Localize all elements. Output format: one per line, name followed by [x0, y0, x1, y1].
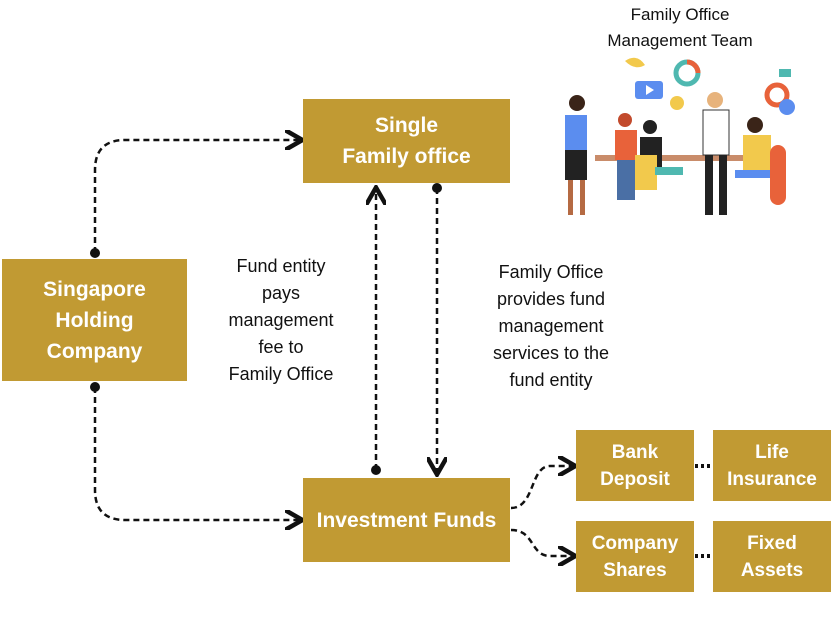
- label-line: Family Office: [498, 262, 604, 282]
- team-title: Family Office Management Team: [560, 2, 800, 54]
- label-line: Family Office: [228, 364, 334, 384]
- box-text: Investment Funds: [316, 508, 497, 532]
- box-text: Insurance: [727, 468, 817, 490]
- box-text: Life: [755, 441, 789, 463]
- arrow-to-bank: [510, 466, 573, 510]
- label-line: provides fund: [496, 289, 606, 309]
- box-text: Bank: [611, 441, 659, 463]
- connector-dot: [371, 465, 381, 475]
- label-line: fee to: [258, 337, 304, 357]
- connector-dot: [90, 248, 100, 258]
- arrow-holding-to-sfo: [93, 140, 300, 253]
- box-text: Single: [374, 114, 438, 137]
- team-title-line: Family Office: [630, 5, 730, 24]
- connector-dot: [432, 183, 442, 193]
- team-illustration: [565, 57, 795, 215]
- box-text: Family office: [342, 145, 471, 168]
- label-line: management: [228, 310, 334, 330]
- arrow-to-shares: [510, 528, 573, 556]
- box-text: Shares: [603, 559, 667, 581]
- arrow-holding-to-funds: [93, 387, 300, 520]
- label-line: services to the: [492, 343, 610, 363]
- box-text: Singapore: [43, 277, 146, 301]
- label-line: fund entity: [509, 370, 593, 390]
- box-text: Company: [46, 339, 143, 363]
- box-text: Fixed: [747, 532, 797, 554]
- fee-label: Fund entity pays management fee to Famil…: [201, 253, 361, 388]
- box-text: Holding: [55, 308, 134, 332]
- connector-dot: [90, 382, 100, 392]
- label-line: Fund entity: [236, 256, 326, 276]
- box-text: Company: [591, 532, 679, 554]
- label-line: management: [498, 316, 604, 336]
- team-title-line: Management Team: [607, 31, 753, 50]
- box-text: Assets: [740, 559, 804, 581]
- label-line: pays: [261, 283, 301, 303]
- services-label: Family Office provides fund management s…: [461, 259, 641, 394]
- box-text: Deposit: [600, 468, 670, 490]
- investment-funds-box: Investment Funds: [303, 478, 510, 562]
